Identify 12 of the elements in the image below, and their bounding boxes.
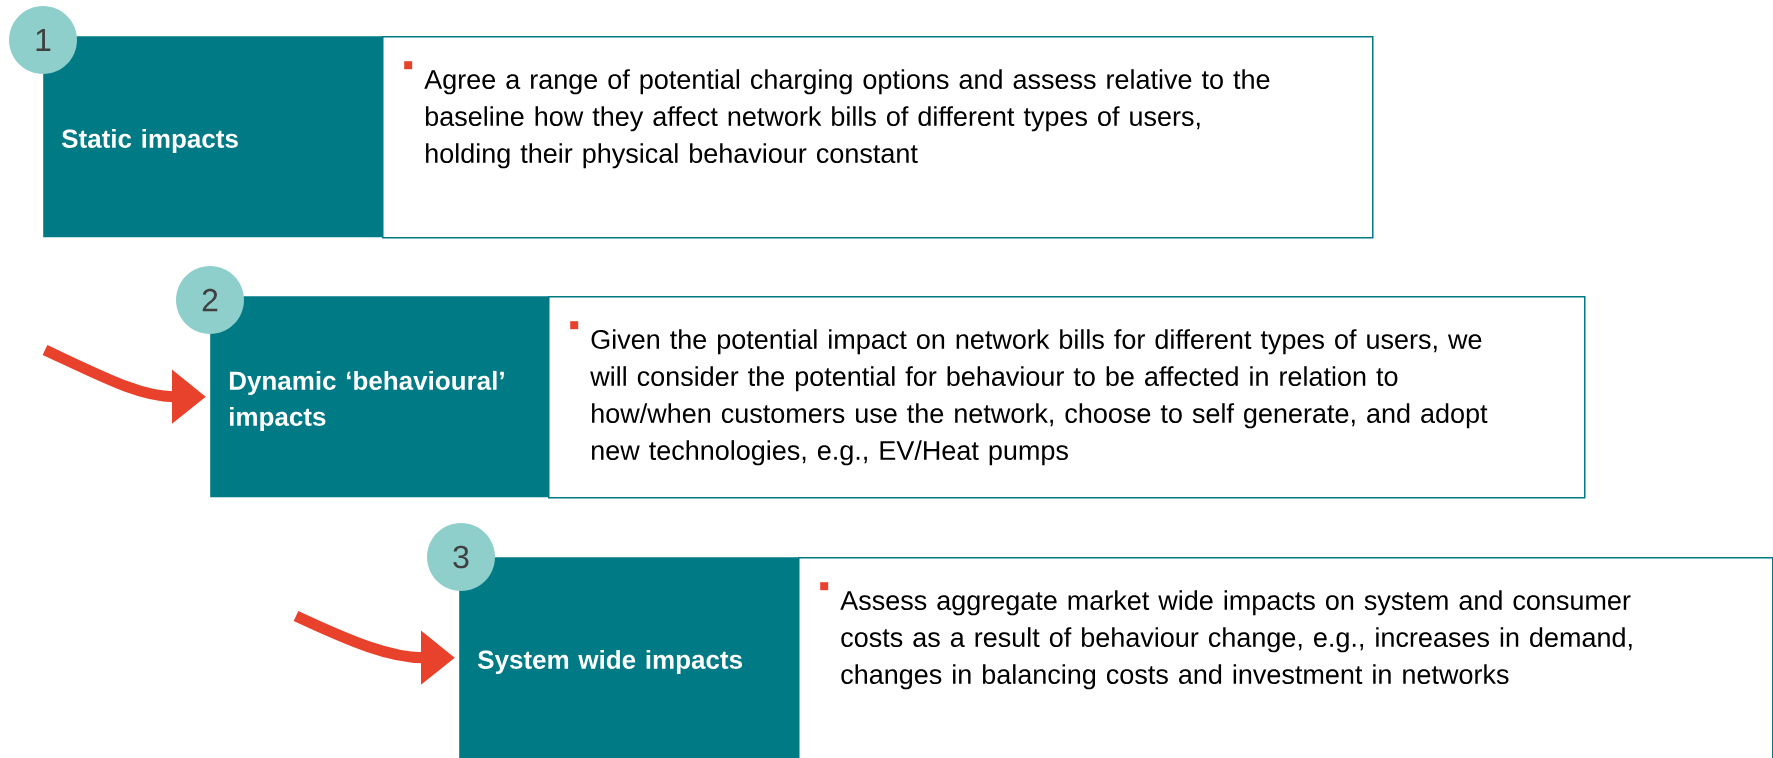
stage-title: Dynamic ‘behavioural’ impacts: [229, 370, 504, 432]
description-box: [798, 557, 1773, 758]
bullet-text: Given the potential impact on network bills for different types of users, we will consider the potential for behaviour to be affected in relation to how/when customers use the network, choose to self generate, and adopt new technologies, e.g., EV/Heat pumps: [570, 321, 1488, 466]
description-box: [382, 36, 1374, 239]
step-number: 3: [427, 523, 495, 591]
bullet-text: Assess aggregate market wide impacts on system and consumer costs as a result of behaviour change, e.g., increases in demand, changes in balancing costs and investment in networks: [820, 582, 1632, 690]
step-number: 2: [176, 266, 244, 334]
step-number: 1: [9, 6, 77, 74]
stage-title: Static impacts: [61, 128, 238, 154]
bullet-text: Agree a range of potential charging options and assess relative to the baseline how they affect network bills of different types of users, holding their physical behaviour constant: [404, 61, 1270, 169]
description-box: [548, 296, 1586, 499]
stage-title: System wide impacts: [477, 649, 742, 675]
